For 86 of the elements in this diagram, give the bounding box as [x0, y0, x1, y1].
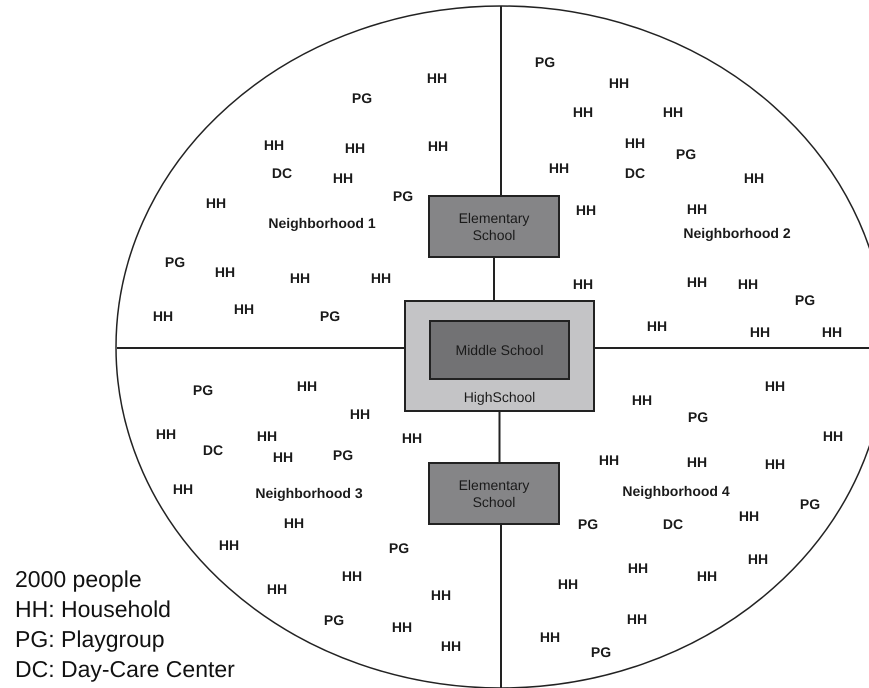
facility-label: PG	[794, 293, 816, 307]
facility-label: HH	[540, 630, 560, 644]
facility-label: HH	[152, 309, 174, 323]
facility-label: HH	[750, 325, 770, 339]
neighborhood-label: Neighborhood 1	[268, 216, 376, 230]
legend-text: DC: Day-Care Center	[15, 658, 235, 681]
school-label: HighSchool	[462, 389, 536, 406]
facility-label: HH	[696, 569, 718, 583]
facility-label: HH	[332, 171, 354, 185]
facility-label: HH	[626, 612, 648, 626]
facility-label: HH	[548, 161, 570, 175]
facility-label: DC	[662, 517, 684, 531]
facility-label: HH	[344, 141, 366, 155]
facility-label: HH	[156, 427, 176, 441]
facility-label: HH	[264, 138, 284, 152]
facility-label: HH	[686, 455, 708, 469]
facility-label: HH	[370, 271, 392, 285]
school-box: Middle School	[429, 320, 570, 380]
facility-label: HH	[402, 431, 422, 445]
facility-label: PG	[590, 645, 612, 659]
facility-label: PG	[324, 613, 344, 627]
facility-label: DC	[202, 443, 224, 457]
facility-label: HH	[558, 577, 578, 591]
facility-label: HH	[686, 275, 708, 289]
facility-label: HH	[172, 482, 194, 496]
facility-label: HH	[608, 76, 630, 90]
neighborhood-label: Neighborhood 2	[683, 226, 791, 240]
facility-label: HH	[266, 582, 288, 596]
facility-label: HH	[822, 429, 844, 443]
facility-label: DC	[272, 166, 292, 180]
facility-label: HH	[296, 379, 318, 393]
facility-label: DC	[624, 166, 646, 180]
legend-text: 2000 people	[15, 568, 142, 591]
facility-label: HH	[234, 302, 254, 316]
facility-label: HH	[342, 569, 362, 583]
facility-label: HH	[256, 429, 278, 443]
facility-label: HH	[572, 105, 594, 119]
facility-label: HH	[426, 71, 448, 85]
facility-label: PG	[578, 517, 598, 531]
facility-label: PG	[332, 448, 354, 462]
facility-label: PG	[800, 497, 820, 511]
facility-label: HH	[392, 620, 412, 634]
facility-label: PG	[676, 147, 696, 161]
facility-label: HH	[350, 407, 370, 421]
facility-label: HH	[214, 265, 236, 279]
facility-label: HH	[662, 105, 684, 119]
facility-label: HH	[218, 538, 240, 552]
facility-label: HH	[748, 552, 768, 566]
facility-label: HH	[428, 139, 448, 153]
facility-label: PG	[388, 541, 410, 555]
facility-label: HH	[576, 203, 596, 217]
facility-label: PG	[392, 189, 414, 203]
facility-label: HH	[430, 588, 452, 602]
connector-line	[493, 258, 495, 300]
school-box	[404, 300, 595, 412]
facility-label: HH	[822, 325, 842, 339]
facility-label: HH	[738, 277, 758, 291]
facility-label: PG	[320, 309, 340, 323]
facility-label: HH	[272, 450, 294, 464]
facility-label: HH	[632, 393, 652, 407]
facility-label: HH	[206, 196, 226, 210]
school-box: Elementary School	[428, 462, 560, 525]
facility-label: HH	[646, 319, 668, 333]
facility-label: HH	[764, 379, 786, 393]
legend-text: HH: Household	[15, 598, 171, 621]
school-box: Elementary School	[428, 195, 560, 258]
facility-label: HH	[628, 561, 648, 575]
neighborhood-label: Neighborhood 3	[255, 486, 363, 500]
connector-line	[498, 412, 500, 462]
facility-label: PG	[352, 91, 372, 105]
facility-label: HH	[764, 457, 786, 471]
facility-label: PG	[192, 383, 214, 397]
legend-text: PG: Playgroup	[15, 628, 165, 651]
facility-label: PG	[534, 55, 556, 69]
facility-label: PG	[688, 410, 708, 424]
facility-label: HH	[284, 516, 304, 530]
facility-label: PG	[164, 255, 186, 269]
facility-label: HH	[744, 171, 764, 185]
facility-label: HH	[686, 202, 708, 216]
facility-label: HH	[738, 509, 760, 523]
facility-label: HH	[290, 271, 310, 285]
facility-label: HH	[440, 639, 462, 653]
facility-label: HH	[598, 453, 620, 467]
facility-label: HH	[572, 277, 594, 291]
facility-label: HH	[624, 136, 646, 150]
neighborhood-label: Neighborhood 4	[622, 484, 730, 498]
